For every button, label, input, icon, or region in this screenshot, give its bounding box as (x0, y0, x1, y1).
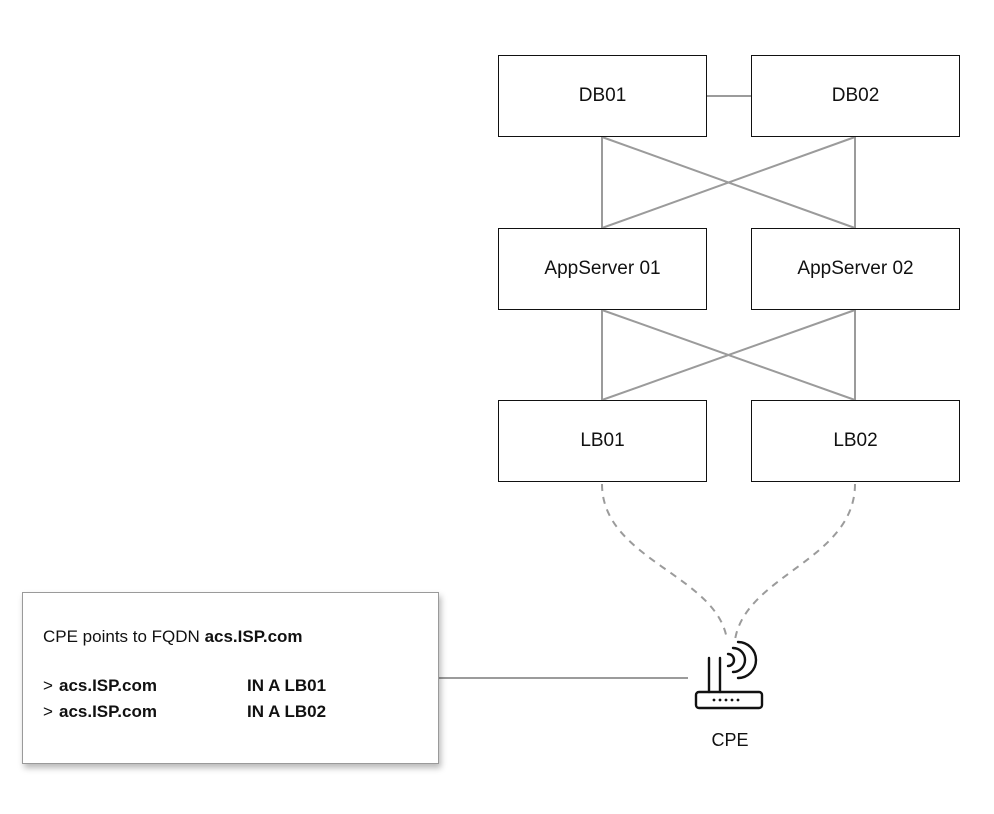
dns-record-host: acs.ISP.com (59, 676, 157, 695)
link-lb02-cpe-dashed (734, 483, 856, 641)
node-db02-label: DB02 (831, 85, 880, 106)
node-appserver-01-label: AppServer 01 (544, 258, 661, 279)
dns-record-value: IN A LB01 (247, 676, 327, 695)
dns-record-prompt: > (43, 676, 53, 695)
wifi-router-icon (694, 640, 764, 710)
dns-note-fqdn: acs.ISP.com (204, 627, 303, 646)
dns-note-title: CPE points to FQDN acs.ISP.com (43, 627, 418, 647)
dns-record-host: acs.ISP.com (59, 702, 157, 721)
cpe-label: CPE (711, 730, 749, 750)
node-lb01: LB01 (498, 400, 707, 482)
link-db02-app01 (601, 136, 856, 229)
link-lb01-cpe-dashed (601, 483, 728, 641)
node-lb01-label: LB01 (580, 430, 625, 451)
dns-note-title-prefix: CPE points to FQDN (43, 627, 205, 646)
link-app02-lb01 (601, 309, 856, 401)
node-lb02: LB02 (751, 400, 960, 482)
dns-record-prompt: > (43, 702, 53, 721)
node-appserver-02-label: AppServer 02 (797, 258, 914, 279)
node-appserver-02: AppServer 02 (751, 228, 960, 310)
node-db02: DB02 (751, 55, 960, 137)
dns-record-row: > acs.ISP.com IN A LB02 (43, 699, 418, 725)
node-appserver-01: AppServer 01 (498, 228, 707, 310)
dns-record-value: IN A LB02 (247, 702, 327, 721)
node-lb02-label: LB02 (833, 430, 878, 451)
dns-note-box: CPE points to FQDN acs.ISP.com > acs.ISP… (22, 592, 439, 764)
node-db01: DB01 (498, 55, 707, 137)
node-db01-label: DB01 (578, 85, 627, 106)
dns-record-row: > acs.ISP.com IN A LB01 (43, 673, 418, 699)
